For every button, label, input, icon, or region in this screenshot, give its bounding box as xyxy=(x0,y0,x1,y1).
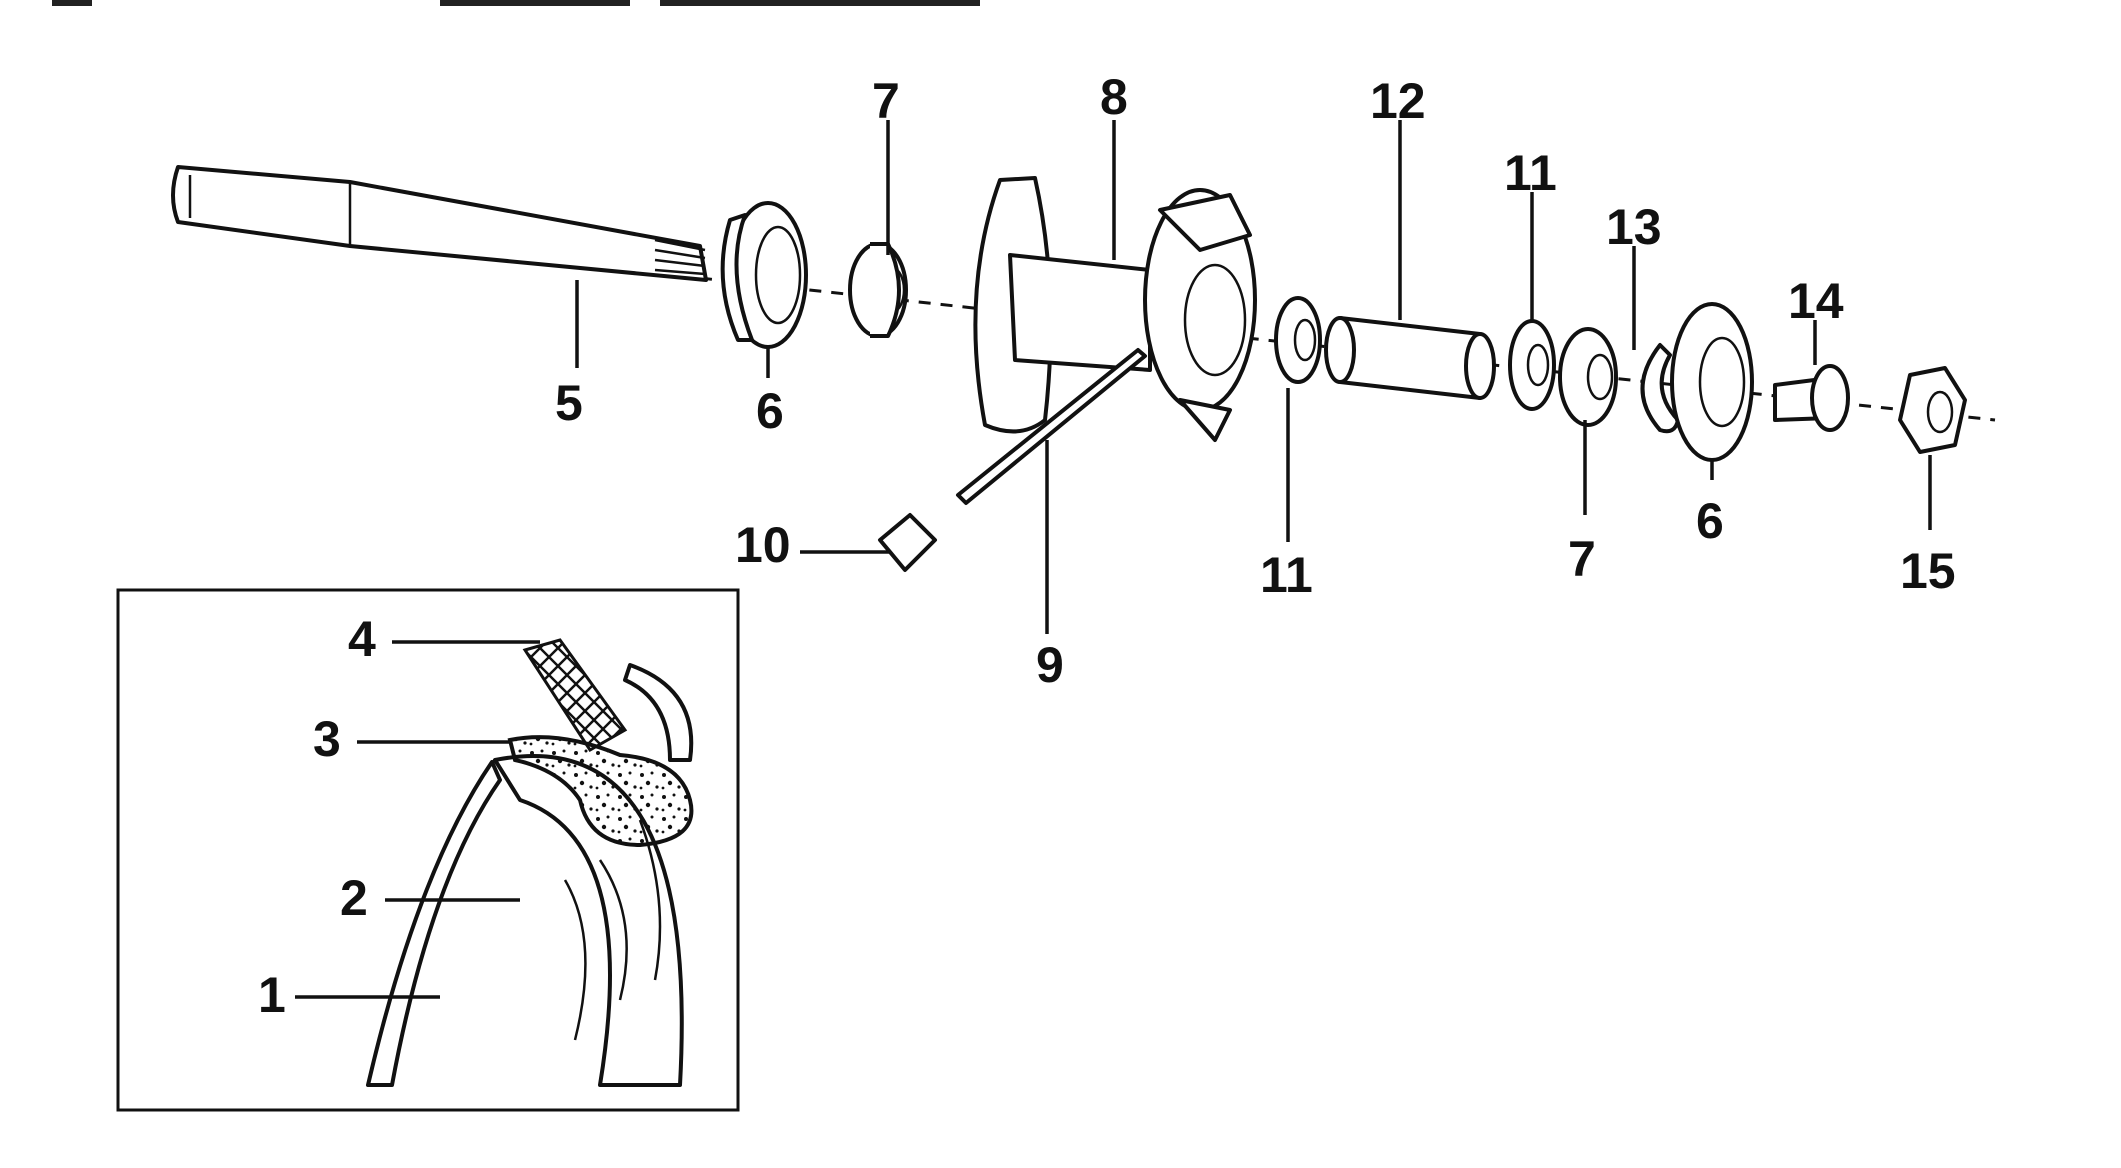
callout-4: 4 xyxy=(348,611,376,667)
spacer-ring-left xyxy=(1274,296,1322,384)
callout-3: 3 xyxy=(313,711,341,767)
hub-drum xyxy=(973,176,1257,442)
seal-left xyxy=(848,242,908,338)
callout-11-left: 11 xyxy=(1260,547,1313,603)
callout-2: 2 xyxy=(340,870,368,926)
callout-7-right: 7 xyxy=(1568,531,1596,587)
callout-7-left: 7 xyxy=(872,73,900,129)
axle-nut xyxy=(1898,366,1967,454)
bearing-cup-right xyxy=(1670,302,1754,462)
callout-12: 12 xyxy=(1370,73,1426,129)
bearing-cup-left xyxy=(720,201,808,349)
leader-lines xyxy=(575,120,1932,634)
spoke-nipple xyxy=(878,513,937,572)
callout-6-right: 6 xyxy=(1696,493,1724,549)
tire-inset xyxy=(116,588,740,1112)
spacer-tube xyxy=(1324,316,1496,400)
callout-labels: 5 6 7 8 9 10 11 12 11 7 13 6 14 15 4 3 2… xyxy=(258,69,1956,1023)
bush xyxy=(1773,364,1850,432)
circlip xyxy=(1640,343,1680,434)
callout-1: 1 xyxy=(258,967,286,1023)
callout-11-right: 11 xyxy=(1504,145,1557,201)
callout-9: 9 xyxy=(1036,637,1064,693)
callout-15: 15 xyxy=(1900,543,1956,599)
callout-5: 5 xyxy=(555,375,583,431)
callout-8: 8 xyxy=(1100,69,1128,125)
callout-10: 10 xyxy=(735,517,791,573)
callout-13: 13 xyxy=(1606,199,1662,255)
cropped-top-text xyxy=(52,0,980,6)
axle-part xyxy=(171,165,708,282)
callout-14: 14 xyxy=(1788,273,1844,329)
callout-6-left: 6 xyxy=(756,383,784,439)
spoke-rod xyxy=(956,348,1147,505)
spacer-ring-right xyxy=(1508,319,1556,411)
seal-right xyxy=(1558,327,1618,427)
